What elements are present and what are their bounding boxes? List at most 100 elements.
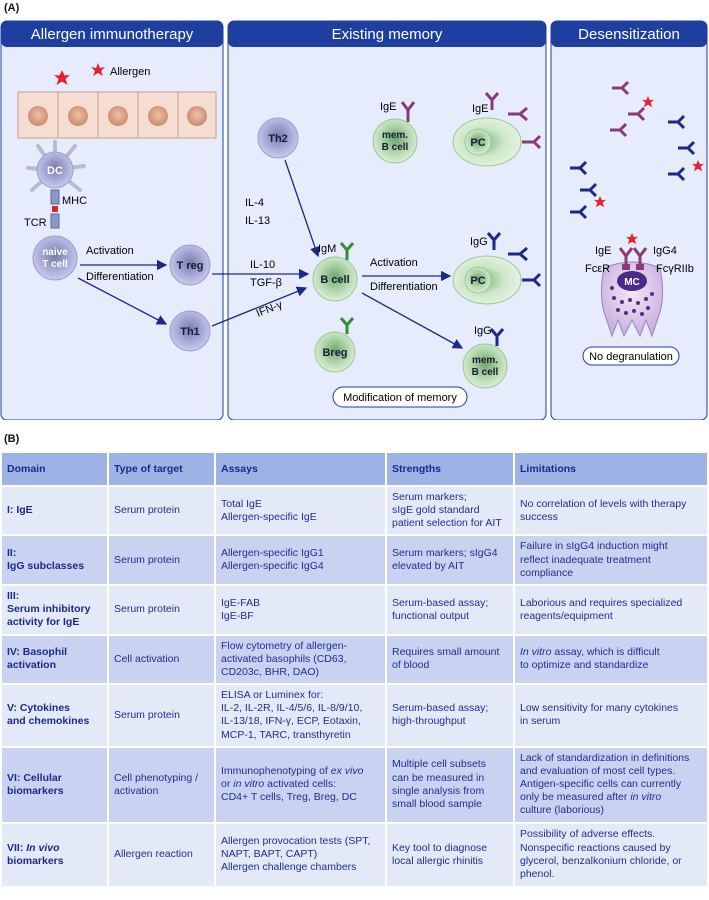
arrow-th2-to-bcell (284, 159, 320, 258)
assays-cell: Allergen provocation tests (SPT, NAPT, B… (214, 822, 386, 887)
svg-text:PC: PC (470, 275, 485, 287)
allergen-star-icon (91, 63, 105, 76)
activation-label-2: Activation (370, 257, 418, 269)
biomarker-table: Domain Type of target Assays Strengths L… (2, 453, 707, 888)
epithelium (17, 91, 217, 139)
limitations-cell: Failure in sIgG4 induction might reflect… (513, 535, 707, 585)
naive-t-cell: naive T cell (32, 235, 78, 281)
modification-label: Modification of memory (343, 392, 457, 404)
target-cell: Serum protein (107, 684, 215, 747)
panel-a-letter: (A) (4, 2, 20, 14)
igg-pc-label: IgG (470, 236, 488, 248)
svg-text:mem.: mem. (472, 355, 498, 366)
table-row: IV: Basophil activation Cell activation … (2, 634, 707, 685)
th1-cell: Th1 (169, 310, 211, 352)
tcr-label: TCR (24, 217, 47, 229)
limitations-cell: Lack of standardization in definitions a… (513, 746, 707, 823)
target-cell: Serum protein (107, 486, 215, 536)
arrow-to-th1 (77, 277, 168, 325)
svg-text:mem.: mem. (382, 130, 408, 141)
ige-mc-label: IgE (595, 245, 612, 257)
column-header: Limitations (513, 453, 707, 486)
svg-text:PC: PC (470, 137, 485, 149)
arrow-bcell-to-memb (361, 292, 464, 349)
table-header-row: Domain Type of target Assays Strengths L… (2, 453, 707, 486)
no-degranulation-box (582, 346, 680, 366)
memory-b-cell-ige: mem. B cell (372, 101, 418, 164)
strengths-cell: Serum markers; sIgE gold standard patien… (385, 486, 514, 536)
domain-cell: III: Serum inhibitory activity for IgE (2, 584, 108, 635)
fcgr-label: FcγRIIb (656, 263, 694, 275)
desensitization-title: Desensitization (578, 26, 680, 43)
svg-text:B cell: B cell (320, 274, 349, 286)
strengths-cell: Serum markers; sIgG4 elevated by AIT (385, 535, 514, 585)
immunotherapy-title: Allergen immunotherapy (31, 26, 194, 43)
strengths-cell: Serum-based assay; functional output (385, 584, 514, 635)
modification-box (332, 386, 468, 408)
ige-mem-label: IgE (380, 101, 397, 113)
limitations-cell: Possibility of adverse effects. Nonspeci… (513, 822, 707, 887)
differentiation-label-1: Differentiation (86, 271, 154, 283)
column-header: Domain (2, 453, 108, 486)
strengths-cell: Serum-based assay; high-throughput (385, 684, 514, 747)
svg-text:Th2: Th2 (268, 133, 288, 145)
th2-cell: Th2 (257, 117, 299, 159)
igg-mem-label: IgG (474, 325, 492, 337)
allergen-label: Allergen (110, 66, 150, 78)
table-row: I: IgE Serum protein Total IgE Allergen-… (2, 486, 707, 536)
column-header: Assays (214, 453, 386, 486)
figure-a-svg: Allergen immunotherapy Existing memory D… (0, 20, 708, 420)
il4-label: IL-4 (245, 197, 264, 209)
table-row: VI: Cellular biomarkers Cell phenotyping… (2, 746, 707, 823)
target-cell: Serum protein (107, 584, 215, 635)
activation-label-1: Activation (86, 245, 134, 257)
treg-cell: T reg (169, 244, 211, 286)
svg-text:Breg: Breg (322, 347, 347, 359)
svg-text:Th1: Th1 (180, 326, 200, 338)
tgfb-label: TGF-β (250, 277, 282, 289)
mhc-tcr-complex (50, 189, 60, 229)
column-header: Type of target (107, 453, 215, 486)
svg-text:T cell: T cell (42, 259, 68, 270)
no-degranulation-label: No degranulation (589, 351, 673, 363)
table-row: VII: In vivo biomarkers Allergen reactio… (2, 822, 707, 887)
domain-cell: I: IgE (2, 486, 108, 536)
domain-cell: VII: In vivo biomarkers (2, 822, 108, 887)
assays-cell: Allergen-specific IgG1 Allergen-specific… (214, 535, 386, 585)
plasma-cell-ige: PC (452, 92, 542, 167)
desensitization-header (551, 21, 707, 47)
arrow-th1-to-bcell (211, 286, 308, 327)
strengths-cell: Multiple cell subsets can be measured in… (385, 746, 514, 823)
table-row: V: Cytokines and chemokines Serum protei… (2, 684, 707, 747)
svg-text:MC: MC (624, 277, 640, 288)
plasma-cell-igg: PC (452, 232, 542, 305)
assays-cell: IgE-FAB IgE-BF (214, 584, 386, 635)
table-row: II: IgG subclasses Serum protein Allerge… (2, 535, 707, 585)
fcer-label: FcεR (585, 263, 610, 275)
differentiation-label-2: Differentiation (370, 281, 438, 293)
igg4-mc-label: IgG4 (653, 245, 677, 257)
limitations-cell: Low sensitivity for many cytokines in se… (513, 684, 707, 747)
dc-label: DC (47, 165, 63, 177)
breg-cell: Breg (314, 317, 356, 373)
domain-cell: IV: Basophil activation (2, 634, 108, 685)
memory-header (228, 21, 546, 47)
target-cell: Serum protein (107, 535, 215, 585)
target-cell: Cell activation (107, 634, 215, 685)
table-row: III: Serum inhibitory activity for IgE S… (2, 584, 707, 635)
assays-cell: Immunophenotyping of ex vivo or in vitro… (214, 746, 386, 823)
domain-cell: II: IgG subclasses (2, 535, 108, 585)
strengths-cell: Key tool to diagnose local allergic rhin… (385, 822, 514, 887)
limitations-cell: Laborious and requires specialized reage… (513, 584, 707, 635)
il10-label: IL-10 (250, 259, 275, 271)
allergen-star-icon (54, 70, 70, 85)
assays-cell: ELISA or Luminex for: IL-2, IL-2R, IL-4/… (214, 684, 386, 747)
target-cell: Cell phenotyping / activation (107, 746, 215, 823)
ige-pc-label: IgE (472, 103, 489, 115)
il13-label: IL-13 (245, 215, 270, 227)
immunotherapy-header (1, 21, 223, 47)
domain-cell: VI: Cellular biomarkers (2, 746, 108, 823)
limitations-cell: In vitro assay, which is difficult to op… (513, 634, 707, 685)
svg-text:naive: naive (42, 247, 68, 258)
dendritic-cell: DC (26, 140, 86, 192)
